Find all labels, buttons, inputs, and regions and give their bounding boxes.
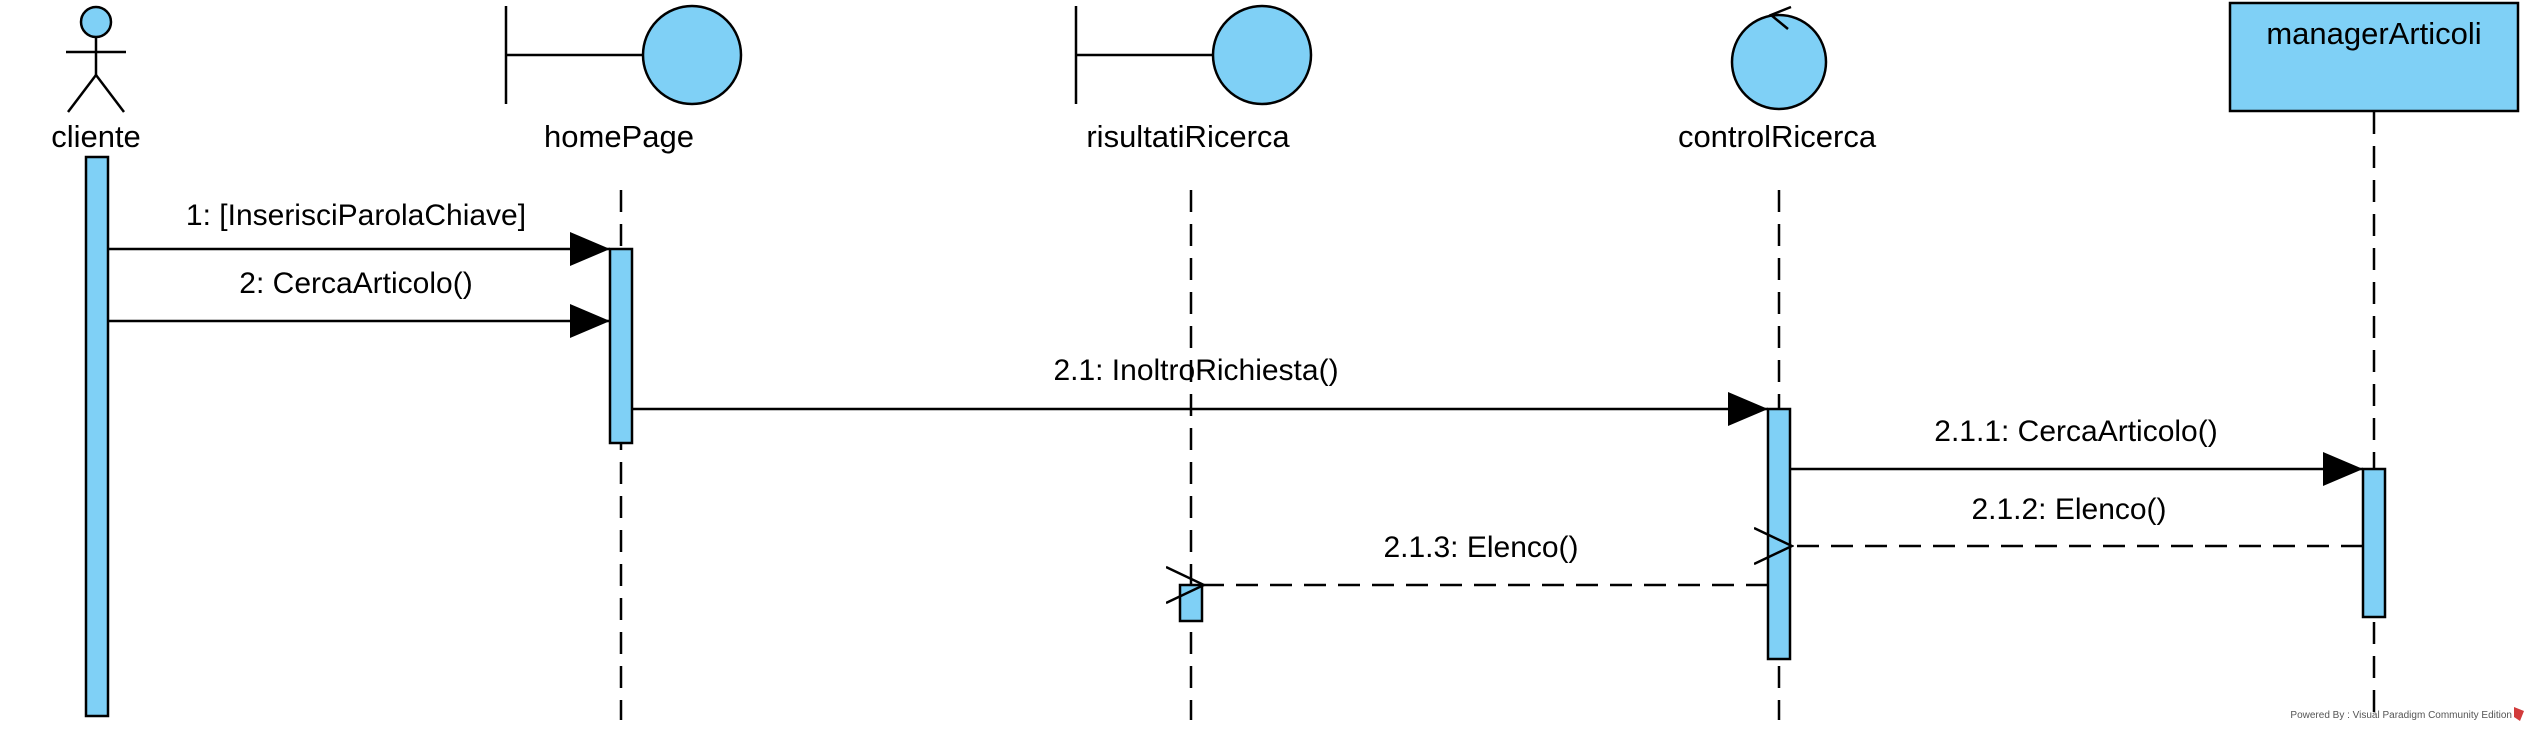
participant-label: homePage — [544, 119, 694, 154]
message-label: 2.1.3: Elenco() — [1383, 531, 1578, 564]
activation-risultatiricerca — [1178, 583, 1204, 623]
actor-icon — [66, 5, 126, 113]
message-label: 2.1.1: CercaArticolo() — [1934, 415, 2217, 448]
visual-paradigm-logo-icon — [2514, 707, 2524, 721]
participant-label: cliente — [51, 119, 141, 154]
message-label: 2.1: InoltroRichiesta() — [1053, 354, 1338, 387]
control-icon — [1730, 5, 1828, 111]
boundary-icon — [1074, 4, 1313, 106]
activation-managerarticoli — [2361, 467, 2387, 619]
message-2-1-2[interactable]: 2.1.2: Elenco() — [1792, 493, 2363, 546]
participant-managerarticoli[interactable]: managerArticoli — [2228, 1, 2520, 113]
participant-risultatiricerca[interactable]: risultatiRicerca — [1074, 4, 1313, 154]
message-2-1-1[interactable]: 2.1.1: CercaArticolo() — [1790, 415, 2363, 486]
activation-controlricerca — [1766, 407, 1792, 661]
participant-controlricerca[interactable]: controlRicerca — [1678, 5, 1877, 154]
watermark-text: Powered By : Visual Paradigm Community E… — [2290, 710, 2512, 721]
message-label: 2: CercaArticolo() — [239, 267, 472, 300]
participant-box — [2228, 1, 2520, 113]
boundary-icon — [504, 4, 743, 106]
message-2-1[interactable]: 2.1: InoltroRichiesta() — [632, 354, 1768, 426]
watermark: Powered By : Visual Paradigm Community E… — [2290, 707, 2524, 721]
message-label: 2.1.2: Elenco() — [1971, 493, 2166, 526]
participant-label: managerArticoli — [2266, 16, 2481, 51]
participant-cliente[interactable]: cliente — [51, 5, 141, 154]
message-1[interactable]: 1: [InserisciParolaChiave] — [108, 199, 610, 266]
activation-homepage — [608, 247, 634, 445]
participant-homepage[interactable]: homePage — [504, 4, 743, 154]
participant-label: controlRicerca — [1678, 119, 1877, 154]
message-label: 1: [InserisciParolaChiave] — [186, 199, 526, 232]
participant-label: risultatiRicerca — [1086, 119, 1290, 154]
message-2-1-3[interactable]: 2.1.3: Elenco() — [1204, 531, 1768, 585]
activation-cliente — [84, 155, 110, 718]
message-2[interactable]: 2: CercaArticolo() — [108, 267, 610, 338]
